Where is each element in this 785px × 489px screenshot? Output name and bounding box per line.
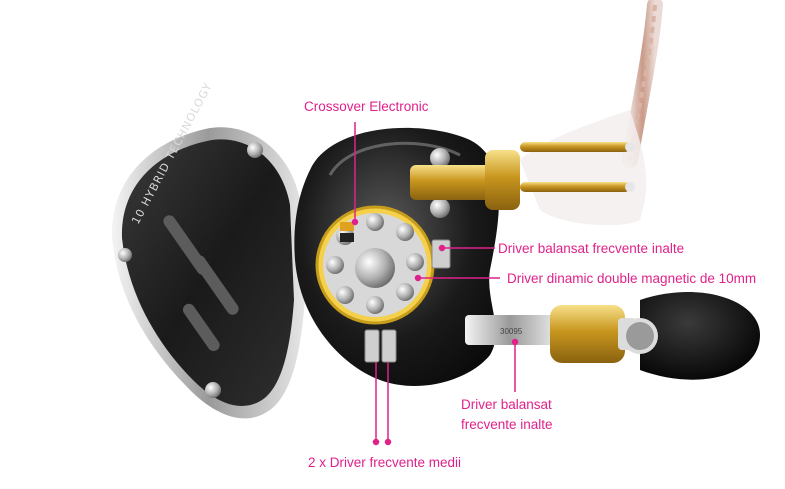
dynamic-driver	[315, 205, 435, 325]
label-ba-high-bottom-line1: Driver balansat	[461, 397, 552, 412]
label-crossover: Crossover Electronic	[304, 99, 429, 114]
screw-icon	[118, 248, 132, 262]
screw-icon	[205, 382, 221, 398]
nozzle: 30095	[465, 305, 636, 363]
leader-lines	[351, 122, 519, 446]
screw-icon	[430, 148, 450, 168]
driver-marking: 30095	[500, 327, 523, 336]
crossover-chip	[340, 222, 354, 242]
faceplate: 10 HYBRID TECHNOLOGY	[111, 80, 305, 419]
screw-icon	[430, 198, 450, 218]
screw-icon	[247, 142, 263, 158]
cable	[520, 0, 663, 226]
eartip	[622, 292, 760, 380]
ba-driver-top	[431, 239, 451, 269]
label-ba-high-top: Driver balansat frecvente inalte	[498, 241, 685, 256]
mmcx-pins	[520, 142, 635, 192]
label-ba-high-bottom-line2: frecvente inalte	[461, 417, 553, 432]
ba-driver-mid-pair	[364, 329, 397, 363]
label-dynamic-driver: Driver dinamic double magnetic de 10mm	[507, 271, 757, 286]
label-ba-mid: 2 x Driver frecvente medii	[308, 455, 462, 470]
